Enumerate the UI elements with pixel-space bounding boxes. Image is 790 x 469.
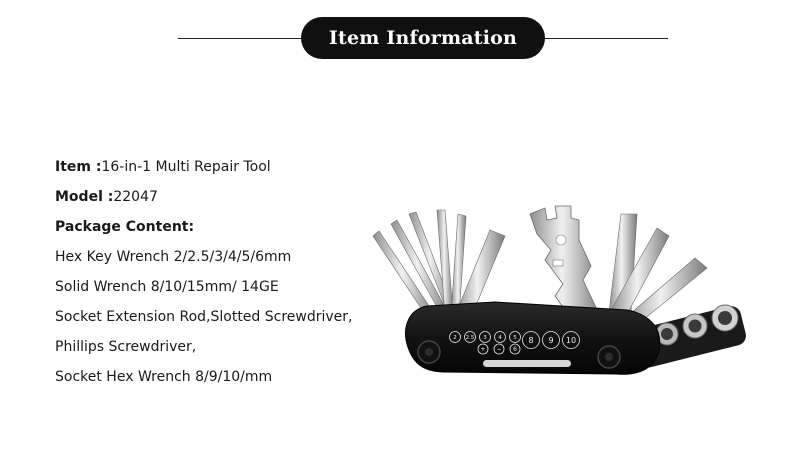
model-row: Model :22047 <box>55 182 375 212</box>
size-marking-label: 10 <box>566 336 576 345</box>
size-marking-label: 9 <box>548 336 553 345</box>
size-marking: + <box>477 343 489 355</box>
hex-keys <box>372 209 506 324</box>
solid-wrench <box>529 205 602 325</box>
package-content-heading: Package Content: <box>55 212 375 242</box>
size-marking: 8 <box>522 331 540 349</box>
model-value: 22047 <box>113 189 158 205</box>
size-marking: 10 <box>562 331 580 349</box>
size-marking: − <box>493 343 505 355</box>
item-label: Item : <box>55 159 102 175</box>
item-value: 16-in-1 Multi Repair Tool <box>101 159 271 175</box>
package-content-label: Package Content: <box>55 219 195 235</box>
size-marking-label: 3 <box>483 335 487 341</box>
size-marking-label: 4 <box>498 335 502 341</box>
item-row: Item :16-in-1 Multi Repair Tool <box>55 152 375 182</box>
size-marking-label: 2.5 <box>466 335 475 341</box>
item-info-block: Item :16-in-1 Multi Repair Tool Model :2… <box>55 152 375 392</box>
size-marking: 3 <box>479 331 491 343</box>
content-item: Hex Key Wrench 2/2.5/3/4/5/6mm <box>55 249 292 265</box>
size-marking-label: 2 <box>453 335 457 341</box>
size-marking: 9 <box>542 331 560 349</box>
size-marking-label: + <box>480 346 485 353</box>
size-marking-label: − <box>496 346 501 353</box>
section-title-pill: Item Information <box>301 17 545 59</box>
content-item: Phillips Screwdriver, <box>55 339 197 355</box>
size-marking: 2 <box>449 331 461 343</box>
tool-body: 2 2.5 3 4 5 + − 6 8 9 10 <box>405 301 661 375</box>
size-marking: 2.5 <box>464 331 476 343</box>
header-rule-left <box>178 38 304 39</box>
header-rule-right <box>542 38 668 39</box>
size-marking-label: 8 <box>528 336 533 345</box>
model-label: Model : <box>55 189 114 205</box>
content-item: Socket Hex Wrench 8/9/10/mm <box>55 369 273 385</box>
size-marking: 6 <box>509 343 521 355</box>
size-marking: 4 <box>494 331 506 343</box>
socket-hex-wrenches <box>633 304 746 368</box>
content-item: Solid Wrench 8/10/15mm/ 14GE <box>55 279 279 295</box>
size-markings: 2 2.5 3 4 5 + − 6 8 9 10 <box>449 331 580 355</box>
section-title: Item Information <box>328 27 518 49</box>
content-item: Socket Extension Rod,Slotted Screwdriver… <box>55 309 353 325</box>
size-marking: 5 <box>509 331 521 343</box>
multi-tool-image: 2 2.5 3 4 5 + − 6 8 9 10 <box>372 205 746 375</box>
size-marking-label: 6 <box>513 346 517 353</box>
size-marking-label: 5 <box>513 335 517 341</box>
